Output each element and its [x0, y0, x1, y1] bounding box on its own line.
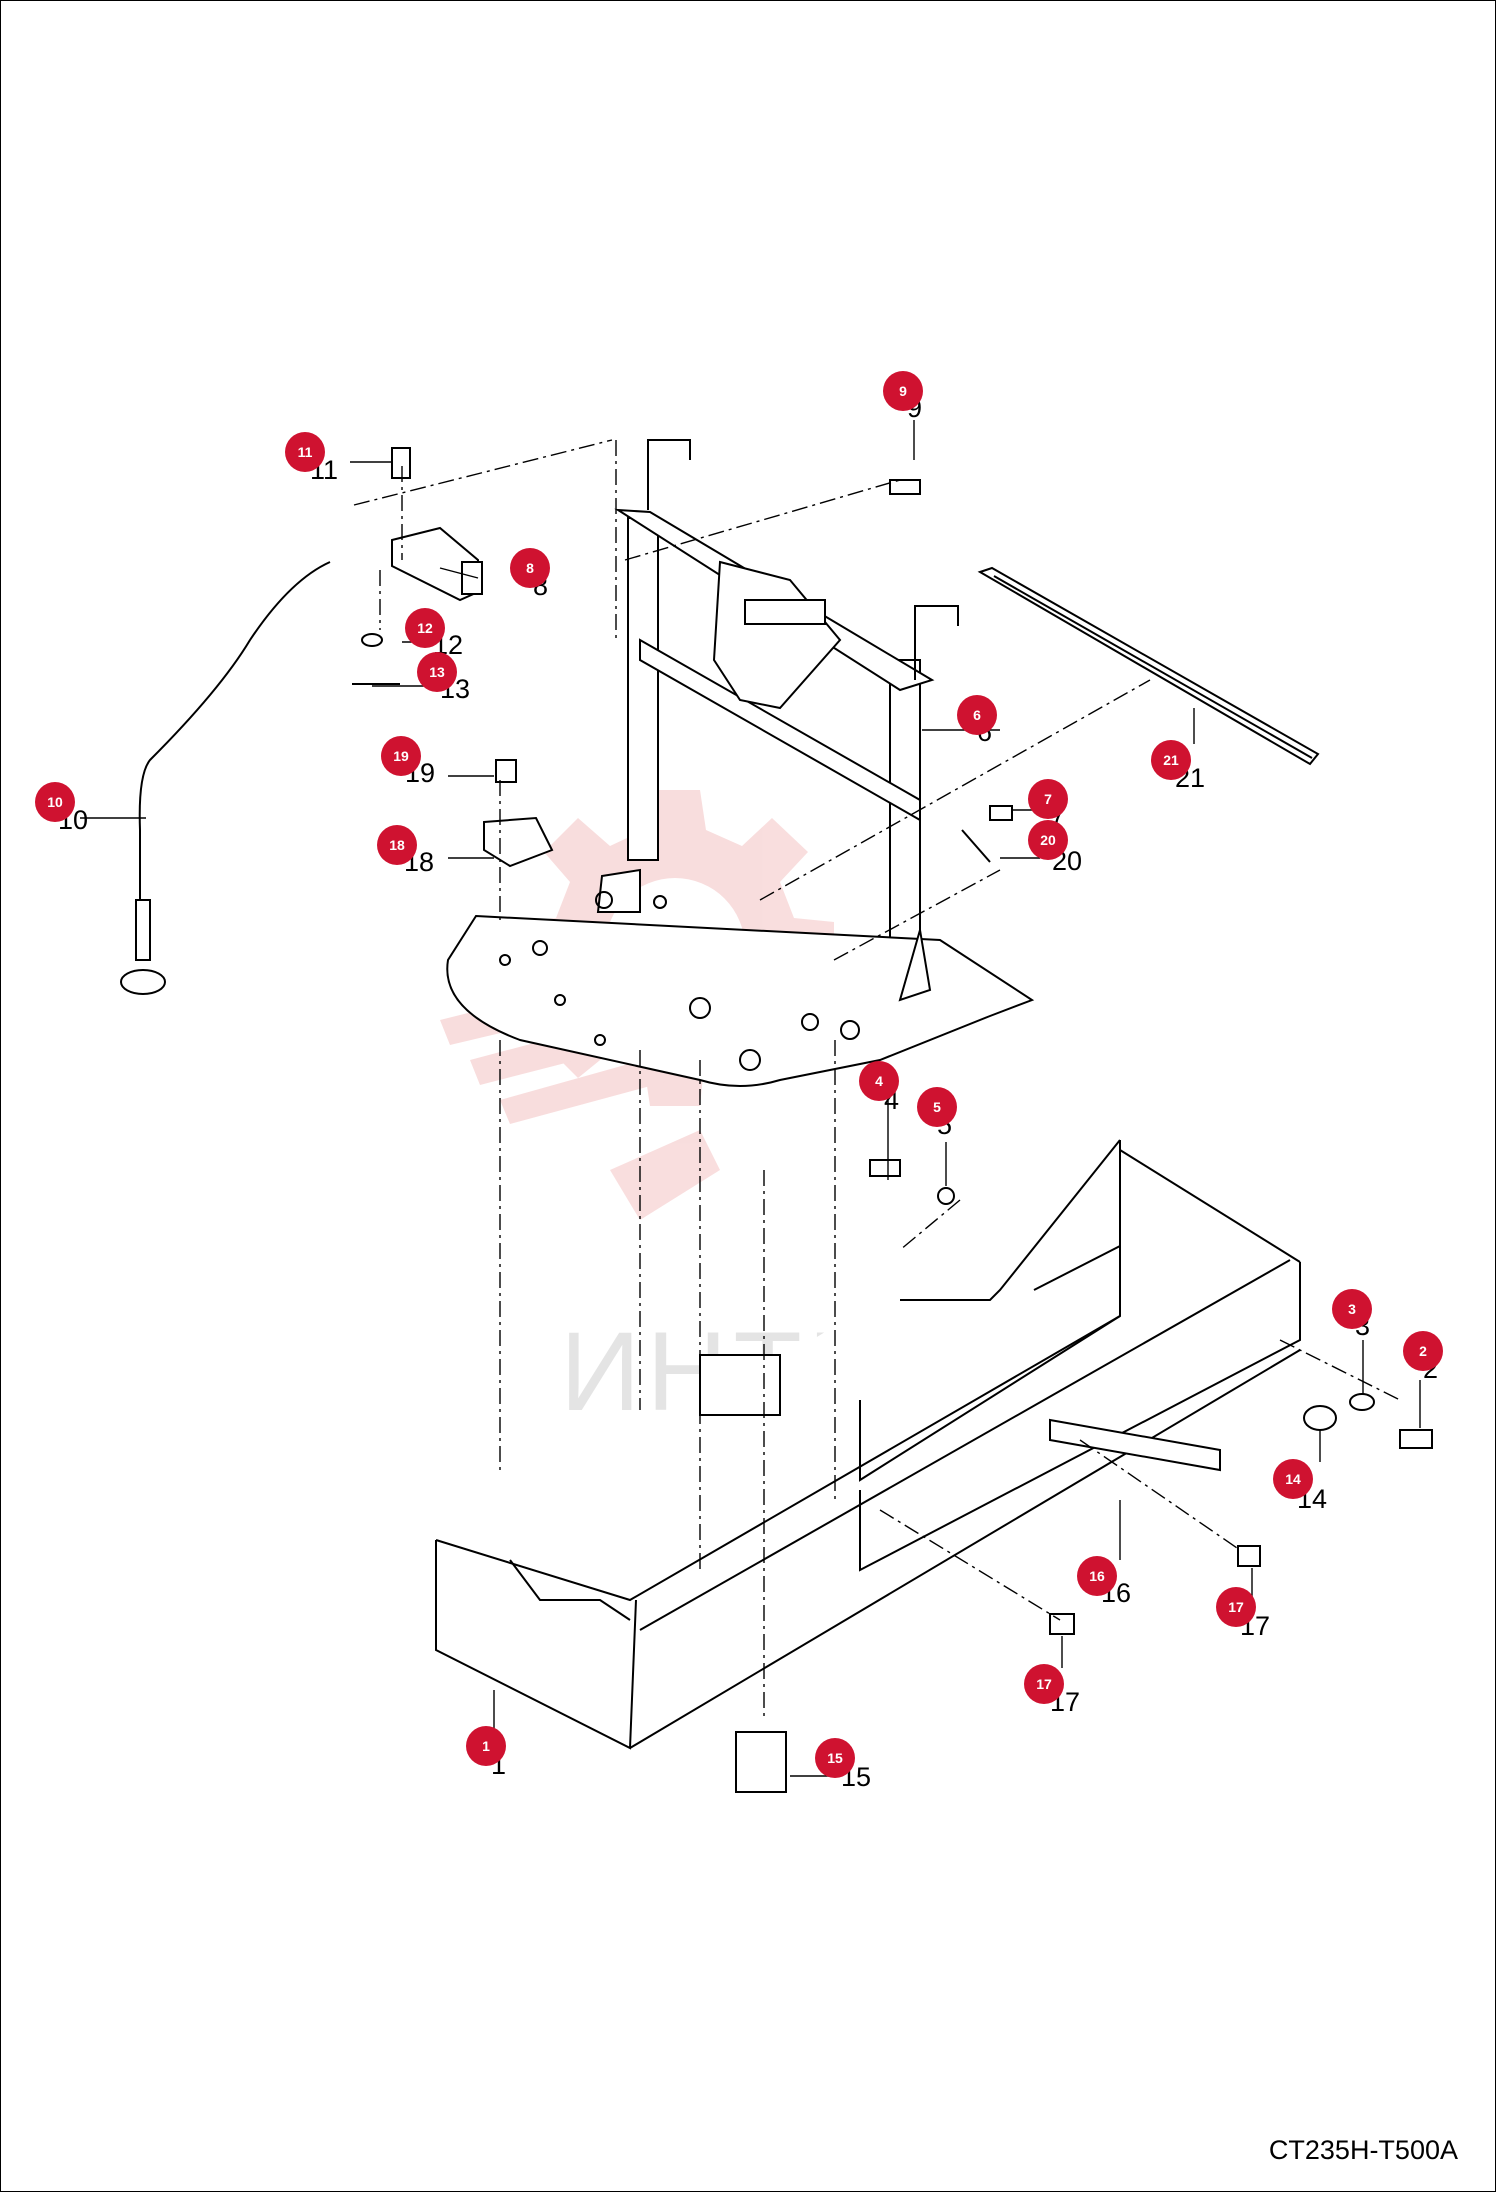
- mount-frame-part-6: [614, 439, 959, 1001]
- callout-number: 1: [482, 1738, 490, 1754]
- callout-number: 17: [1228, 1599, 1244, 1615]
- part-callout-6: 6: [957, 695, 997, 735]
- callout-circle: [510, 548, 550, 588]
- callout-circle: [377, 825, 417, 865]
- part-callout-8: 8: [510, 548, 550, 588]
- callout-circle: [1024, 1664, 1064, 1704]
- callout-circle: [1077, 1556, 1117, 1596]
- callout-circle: [1332, 1289, 1372, 1329]
- chassis-frame: [435, 1139, 1301, 1793]
- callout-number: 4: [875, 1073, 883, 1089]
- part-callout-5: 5: [917, 1087, 957, 1127]
- callout-circle: [1216, 1587, 1256, 1627]
- callout-number: 20: [1040, 832, 1056, 848]
- part-callout-4: 4: [859, 1061, 899, 1101]
- part-callout-10: 10: [35, 782, 75, 822]
- callout-circle: [381, 736, 421, 776]
- callout-number: 3: [1348, 1301, 1356, 1317]
- lever-part-8: [391, 526, 483, 602]
- part-callout-17: 17: [1024, 1664, 1064, 1704]
- callout-circle: [1273, 1459, 1313, 1499]
- callout-circle: [1403, 1331, 1443, 1371]
- callout-circle: [405, 608, 445, 648]
- part-callout-21: 21: [1151, 740, 1191, 780]
- rail-part-21: [977, 566, 1320, 766]
- callout-number: 15: [827, 1750, 843, 1766]
- part-callout-13: 13: [417, 652, 457, 692]
- callout-number: 19: [393, 748, 409, 764]
- callout-circle: [815, 1738, 855, 1778]
- callout-number: 17: [1036, 1676, 1052, 1692]
- part-callout-15: 15: [815, 1738, 855, 1778]
- drawing-code: CT235H-T500A: [1268, 2135, 1458, 2165]
- part-callout-19: 19: [381, 736, 421, 776]
- part-callout-20: 20: [1028, 820, 1068, 860]
- part-callout-11: 11: [285, 432, 325, 472]
- callout-circle: [883, 371, 923, 411]
- callout-circle: [417, 652, 457, 692]
- assembly-lines: [353, 439, 1401, 1720]
- hardware: [352, 447, 1433, 1635]
- part-callout-7: 7: [1028, 779, 1068, 819]
- base-plate: [446, 868, 1035, 1087]
- callout-number: 13: [429, 664, 445, 680]
- callout-circle: [1151, 740, 1191, 780]
- line-art: [80, 420, 1433, 1793]
- part-callout-12: 12: [405, 608, 445, 648]
- callout-circle: [917, 1087, 957, 1127]
- callout-number: 7: [1044, 791, 1052, 807]
- callout-number: 12: [417, 620, 433, 636]
- callout-circle: [957, 695, 997, 735]
- part-callout-16: 16: [1077, 1556, 1117, 1596]
- callout-number: 6: [973, 707, 981, 723]
- callout-number: 9: [899, 383, 907, 399]
- part-callout-2: 2: [1403, 1331, 1443, 1371]
- callout-circle: [859, 1061, 899, 1101]
- callout-number: 14: [1285, 1471, 1301, 1487]
- part-callout-9: 9: [883, 371, 923, 411]
- callout-circle: [1028, 779, 1068, 819]
- callout-number: 10: [47, 794, 63, 810]
- leader-lines: [80, 420, 1421, 1777]
- part-callout-3: 3: [1332, 1289, 1372, 1329]
- callout-number: 11: [298, 444, 313, 460]
- callout-number: 2: [1419, 1343, 1427, 1359]
- callout-number: 8: [526, 560, 534, 576]
- callout-circle: [285, 432, 325, 472]
- callout-number: 18: [389, 837, 405, 853]
- part-callout-17: 17: [1216, 1587, 1256, 1627]
- cable-part-10: [120, 561, 331, 995]
- part-callout-18: 18: [377, 825, 417, 865]
- callout-circle: [466, 1726, 506, 1766]
- callout-circle: [1028, 820, 1068, 860]
- part-callout-14: 14: [1273, 1459, 1313, 1499]
- callout-number: 5: [933, 1099, 941, 1115]
- callout-number: 21: [1163, 752, 1179, 768]
- callout-circle: [35, 782, 75, 822]
- part-callout-1: 1: [466, 1726, 506, 1766]
- callout-number: 16: [1089, 1568, 1105, 1584]
